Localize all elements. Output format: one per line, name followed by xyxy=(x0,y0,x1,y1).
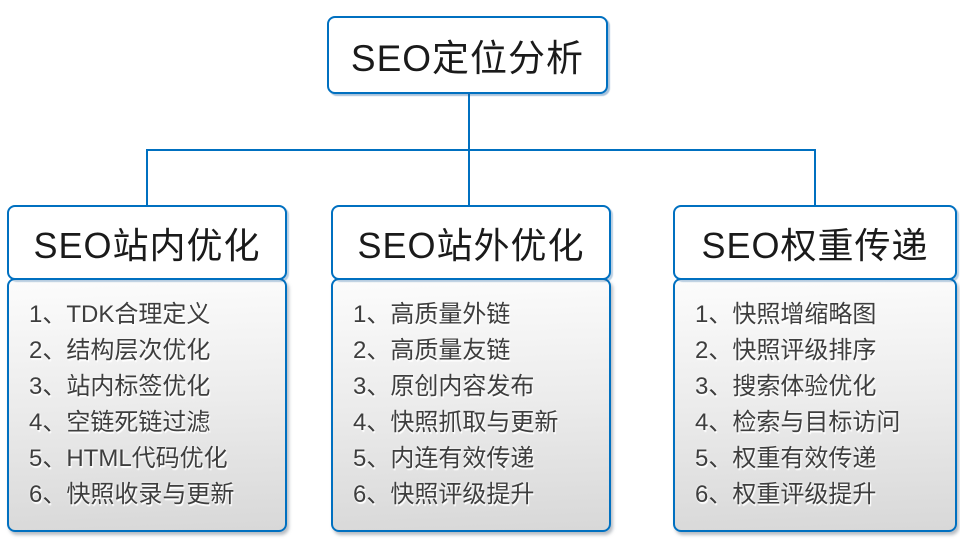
list-item: 2、结构层次优化 xyxy=(29,337,211,364)
column-item-list: 1、高质量外链 2、高质量友链 3、原创内容发布 4、快照抓取与更新 5、内连有… xyxy=(331,278,611,532)
list-item: 4、空链死链过滤 xyxy=(29,409,211,436)
list-item: 3、搜索体验优化 xyxy=(695,373,877,400)
list-item: 5、内连有效传递 xyxy=(353,445,535,472)
column-title-label: SEO权重传递 xyxy=(701,224,929,266)
list-item: 3、站内标签优化 xyxy=(29,373,211,400)
list-item: 4、检索与目标访问 xyxy=(695,409,901,436)
column-title-label: SEO站内优化 xyxy=(33,224,261,266)
list-item: 6、快照评级提升 xyxy=(353,481,535,508)
column-title: SEO站外优化 xyxy=(331,205,611,280)
list-item: 5、权重有效传递 xyxy=(695,445,877,472)
list-item: 6、权重评级提升 xyxy=(695,481,877,508)
connector-drop-right xyxy=(814,149,816,206)
column-item-list: 1、快照增缩略图 2、快照评级排序 3、搜索体验优化 4、检索与目标访问 5、权… xyxy=(673,278,957,532)
list-item: 1、TDK合理定义 xyxy=(29,301,211,328)
column-onsite-seo: SEO站内优化 1、TDK合理定义 2、结构层次优化 3、站内标签优化 4、空链… xyxy=(7,205,287,532)
list-item: 3、原创内容发布 xyxy=(353,373,535,400)
list-item: 2、快照评级排序 xyxy=(695,337,877,364)
list-item: 6、快照收录与更新 xyxy=(29,481,235,508)
column-title-label: SEO站外优化 xyxy=(357,224,585,266)
list-item: 4、快照抓取与更新 xyxy=(353,409,559,436)
column-weight-transfer: SEO权重传递 1、快照增缩略图 2、快照评级排序 3、搜索体验优化 4、检索与… xyxy=(673,205,957,532)
list-item: 1、快照增缩略图 xyxy=(695,301,877,328)
list-item: 1、高质量外链 xyxy=(353,301,511,328)
root-node-label: SEO定位分析 xyxy=(350,38,585,79)
column-item-list: 1、TDK合理定义 2、结构层次优化 3、站内标签优化 4、空链死链过滤 5、H… xyxy=(7,278,287,532)
column-title: SEO权重传递 xyxy=(673,205,957,280)
list-item: 2、高质量友链 xyxy=(353,337,511,364)
connector-drop-left xyxy=(146,149,148,206)
list-item: 5、HTML代码优化 xyxy=(29,445,228,472)
column-title: SEO站内优化 xyxy=(7,205,287,280)
connector-horizontal xyxy=(146,149,816,151)
column-offsite-seo: SEO站外优化 1、高质量外链 2、高质量友链 3、原创内容发布 4、快照抓取与… xyxy=(331,205,611,532)
root-node: SEO定位分析 xyxy=(327,16,608,94)
